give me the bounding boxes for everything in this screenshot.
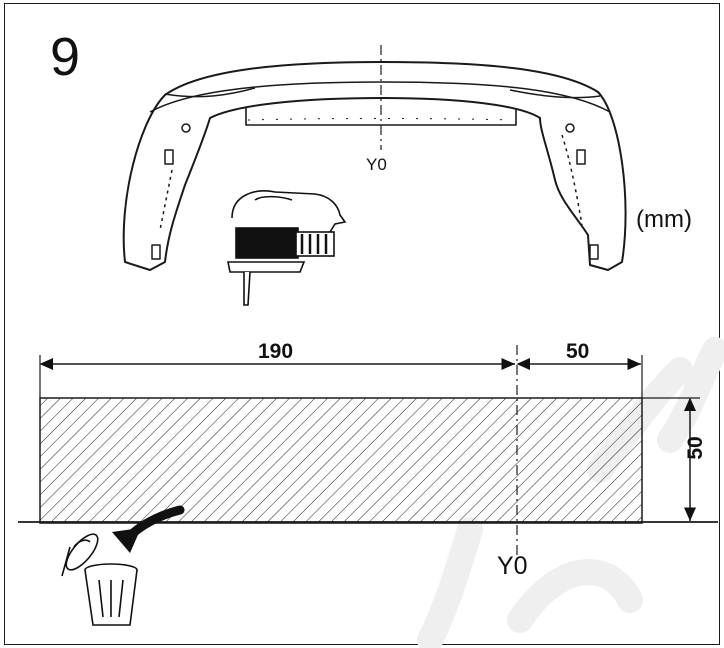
curved-arrow-icon xyxy=(112,505,185,553)
cut-section xyxy=(39,397,643,524)
y0-label-top: Y0 xyxy=(366,155,387,174)
dimension-50-vertical-label: 50 xyxy=(684,436,707,460)
unit-label: (mm) xyxy=(636,206,692,233)
y0-label-bottom: Y0 xyxy=(497,552,528,580)
step-number: 9 xyxy=(50,27,81,87)
dimension-50-horizontal-label: 50 xyxy=(566,340,590,363)
jigsaw-icon xyxy=(227,190,347,306)
figure-frame xyxy=(4,3,720,645)
dimension-190-label: 190 xyxy=(258,340,294,363)
trash-bin-icon xyxy=(61,533,138,626)
